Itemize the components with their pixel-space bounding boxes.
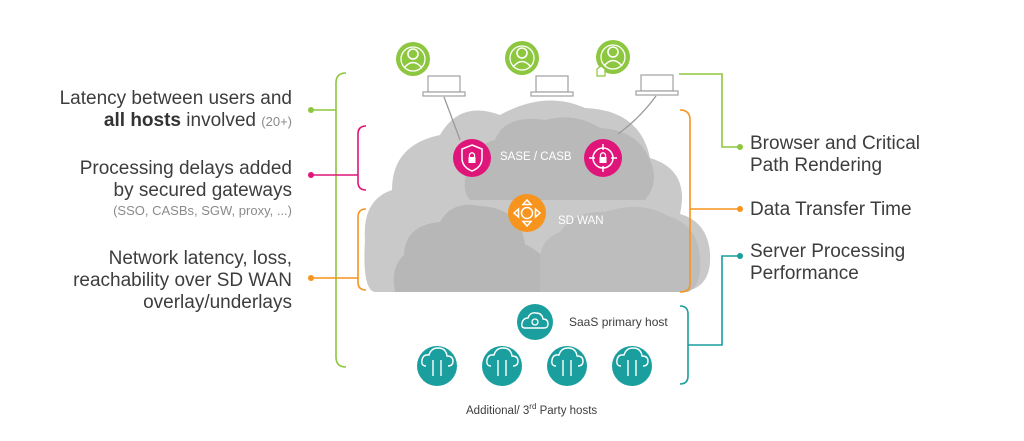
laptop-icon — [530, 75, 574, 97]
sase-label: SASE / CASB — [500, 151, 572, 163]
saas-primary-node — [517, 304, 553, 340]
cloud-sync-icon — [551, 347, 584, 367]
connector-green — [679, 73, 738, 148]
processing-label: Processing delays added by secured gatew… — [0, 158, 292, 220]
latency-line1: Latency between users and — [0, 88, 292, 110]
bracket-teal — [679, 305, 689, 385]
bracket-magenta — [357, 125, 367, 191]
server-line1: Server Processing — [750, 241, 906, 262]
processing-line2: by secured gateways — [113, 180, 293, 201]
home-icon — [596, 65, 606, 77]
dot-green — [308, 107, 314, 113]
latency-text-start: Latency between users and — [59, 88, 292, 109]
dot-magenta — [308, 172, 314, 178]
cloud-sync-icon — [486, 347, 519, 367]
third-party-sup: rd — [529, 402, 537, 411]
transfer-line: Data Transfer Time — [750, 199, 912, 220]
sdwan-node — [508, 194, 546, 232]
user-2 — [505, 41, 574, 97]
connector-teal — [688, 255, 738, 346]
network-line3: overlay/underlays — [143, 292, 292, 313]
user-3 — [596, 40, 679, 96]
network-label: Network latency, loss, reachability over… — [0, 248, 292, 314]
saas-label: SaaS primary host — [569, 315, 668, 329]
network-cloud — [364, 100, 711, 292]
sase-right-node — [584, 139, 622, 177]
server-line2: Performance — [750, 263, 859, 284]
latency-bold-text: all hosts — [103, 110, 181, 131]
shield-lock-icon — [461, 144, 483, 172]
target-lock-icon — [589, 144, 617, 172]
cloud-sync-icon — [421, 347, 454, 367]
processing-line1: Processing delays added — [79, 158, 292, 179]
dot-orange-left — [308, 275, 314, 281]
third-party-text-end: Party hosts — [536, 404, 598, 417]
cloud-sync-icon — [616, 347, 649, 367]
bracket-green — [335, 72, 347, 368]
processing-sub: (SSO, CASBs, SGW, proxy, ...) — [113, 203, 292, 218]
latency-line2: all hosts involved (20+) — [0, 110, 292, 133]
link-line — [617, 95, 657, 135]
sdwan-label: SD WAN — [558, 215, 604, 227]
network-line1: Network latency, loss, — [108, 248, 292, 269]
third-party-host-3 — [547, 346, 587, 386]
sdwan-hub-icon — [512, 198, 542, 228]
latency-text-end: involved — [186, 110, 256, 131]
third-party-host-1 — [417, 346, 457, 386]
browser-line2: Path Rendering — [750, 155, 883, 176]
laptop-icon — [422, 75, 466, 97]
third-party-label: Additional/ 3rd Party hosts — [466, 402, 597, 417]
transfer-label: Data Transfer Time — [750, 199, 1010, 221]
server-label: Server Processing Performance — [750, 241, 1010, 285]
browser-line1: Browser and Critical — [750, 133, 920, 154]
latency-count: (20+) — [261, 114, 292, 129]
browser-label: Browser and Critical Path Rendering — [750, 133, 1010, 177]
laptop-icon — [635, 74, 679, 96]
link-line — [443, 96, 461, 141]
bracket-orange-left — [357, 208, 367, 291]
left-brackets — [308, 72, 367, 368]
third-party-host-4 — [612, 346, 652, 386]
bracket-orange-right — [679, 109, 691, 293]
sase-left-node — [453, 139, 491, 177]
third-party-hosts — [417, 346, 652, 386]
right-connectors — [679, 73, 743, 385]
user-1 — [396, 42, 466, 97]
third-party-text: Additional/ 3 — [466, 404, 530, 417]
third-party-host-2 — [482, 346, 522, 386]
network-line2: reachability over SD WAN — [73, 270, 292, 291]
latency-label: Latency between users and all hosts invo… — [0, 88, 292, 133]
user-group — [396, 40, 679, 97]
cloud-gear-icon — [521, 312, 549, 329]
